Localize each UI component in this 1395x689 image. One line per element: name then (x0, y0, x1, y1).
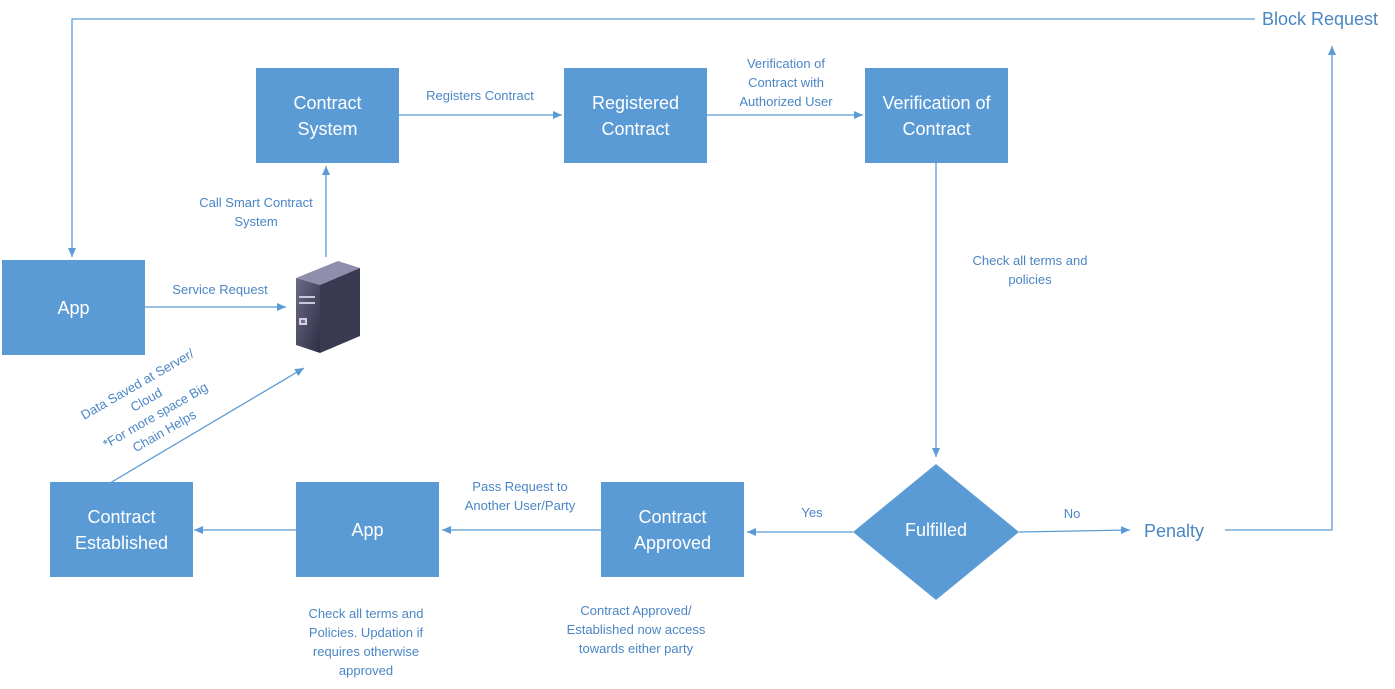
check-terms-update-note: Check all terms and Policies. Updation i… (308, 606, 424, 678)
registered-contract-node: Registered Contract (564, 68, 707, 163)
edge-established-to-server (109, 367, 305, 484)
edge-penalty-to-block (1225, 46, 1336, 531)
call-smart-contract-label: Call Smart Contract System (199, 195, 313, 229)
edge-block-loop (68, 18, 1255, 257)
edge-fulfilled-to-penalty-no (1018, 526, 1131, 535)
fulfilled-label: Fulfilled (904, 520, 968, 540)
block-request-node: Block Request (1262, 9, 1379, 29)
contract-approved-access-note: Contract Approved/ Established now acces… (566, 603, 706, 656)
contract-system-node: Contract System (256, 68, 399, 163)
verification-of-contract-node: Verification of Contract (865, 68, 1008, 163)
contract-established-node: Contract Established (50, 482, 193, 577)
app-node-bottom: App (296, 482, 439, 577)
penalty-node: Penalty (1144, 521, 1205, 541)
contract-approved-node: Contract Approved (601, 482, 744, 577)
registers-contract-label: Registers Contract (426, 88, 534, 103)
server-icon (296, 261, 360, 353)
yes-label: Yes (801, 505, 823, 520)
check-terms-policies-label: Check all terms and policies (972, 253, 1088, 287)
pass-request-label: Pass Request to Another User/Party (464, 479, 576, 513)
fulfilled-diamond (853, 464, 1019, 600)
verification-authorized-label: Verification of Contract with Authorized… (739, 56, 833, 109)
service-request-label: Service Request (172, 282, 268, 297)
no-label: No (1063, 506, 1081, 521)
app-node-left: App (2, 260, 145, 355)
